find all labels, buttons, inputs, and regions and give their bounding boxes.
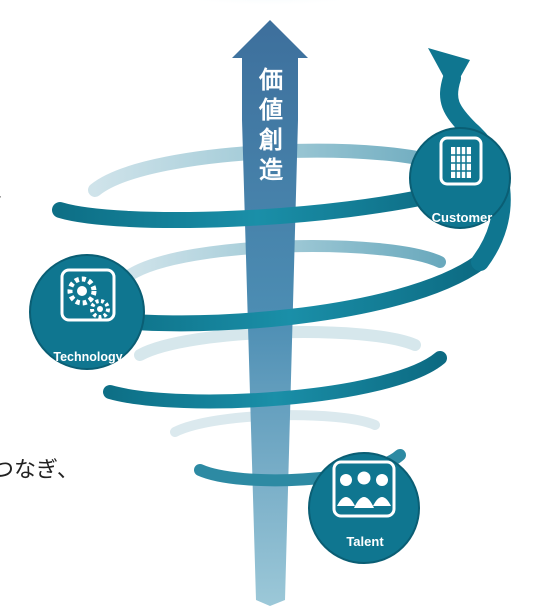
arrow-char-1: 価 (258, 66, 283, 94)
technology-label: Technology (53, 350, 122, 364)
arrow-char-4: 造 (259, 156, 283, 184)
customer-badge: Customer (409, 127, 511, 229)
building-icon (439, 136, 483, 186)
arrow-char-3: 創 (259, 126, 283, 154)
technology-badge: Technology (29, 254, 145, 370)
ring-3-front (103, 351, 447, 409)
cropped-text-lower: つなぎ、 (0, 458, 79, 483)
people-icon (332, 460, 396, 518)
top-glow (180, 0, 360, 16)
customer-label: Customer (432, 210, 493, 225)
ring-1-front (52, 182, 463, 229)
arrow-char-2: 値 (258, 96, 283, 124)
gears-icon (60, 268, 116, 322)
spiral-arrowhead (428, 48, 470, 92)
talent-badge: Talent (308, 452, 420, 564)
cropped-text-upper: す (0, 186, 2, 218)
talent-label: Talent (346, 534, 384, 549)
